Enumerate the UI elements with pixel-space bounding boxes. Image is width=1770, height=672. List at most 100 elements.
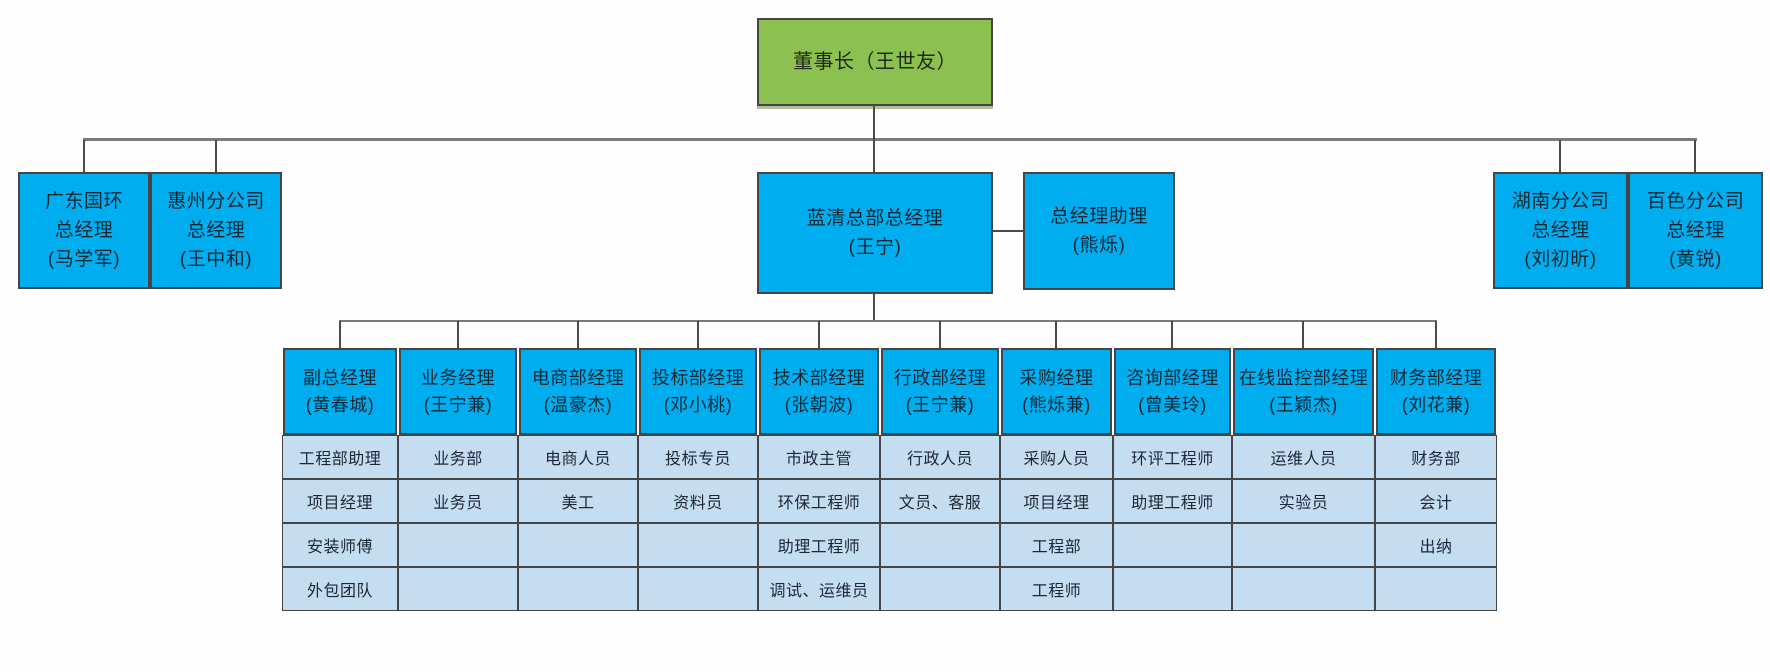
dept-head-deputy-gm: 副总经理 (黄春城): [283, 348, 397, 435]
org-box-chairman: 董事长（王世友）: [757, 18, 993, 106]
dept-cell: [398, 567, 518, 611]
dept-head-title: 行政部经理: [893, 367, 987, 388]
dept-head-title: 副总经理: [303, 367, 377, 388]
dept-cell: [518, 567, 638, 611]
connector-line: [1171, 321, 1173, 348]
dept-head-name: (张朝波): [784, 394, 854, 415]
dept-head-bidding-manager: 投标部经理 (邓小桃): [639, 348, 757, 435]
dept-cell: 助理工程师: [1113, 479, 1232, 523]
org-box-label: 广东国环: [44, 191, 123, 212]
dept-cell: 工程师: [1000, 567, 1113, 611]
connector-line: [457, 321, 459, 348]
dept-head-name: (刘花兼): [1401, 394, 1471, 415]
dept-cell: 外包团队: [282, 567, 398, 611]
connector-rail-level2: [339, 320, 1437, 322]
dept-head-title: 采购经理: [1019, 367, 1094, 388]
connector-line: [1055, 321, 1057, 348]
dept-cell: 资料员: [638, 479, 758, 523]
dept-head-name: (熊烁兼): [1022, 394, 1091, 415]
org-box-label: 惠州分公司: [167, 191, 265, 212]
org-box-huizhou-branch-gm: 惠州分公司 总经理 (王中和): [150, 172, 282, 289]
dept-cell: 电商人员: [518, 435, 638, 479]
dept-cell: [1232, 523, 1375, 567]
connector-line: [1694, 140, 1696, 172]
dept-head-name: (曾美玲): [1138, 394, 1207, 415]
dept-column-deputy-gm: 副总经理 (黄春城) 工程部助理 项目经理 安装师傅 外包团队: [282, 348, 398, 611]
connector-line: [1302, 321, 1304, 348]
dept-head-consulting-manager: 咨询部经理 (曾美玲): [1114, 348, 1231, 435]
dept-column-technology-manager: 技术部经理 (张朝波) 市政主管 环保工程师 助理工程师 调试、运维员: [758, 348, 880, 611]
dept-cell: 项目经理: [282, 479, 398, 523]
dept-head-title: 业务经理: [421, 367, 495, 388]
connector-line: [697, 321, 699, 348]
dept-head-procurement-manager: 采购经理 (熊烁兼): [1001, 348, 1112, 435]
org-box-label: (黄锐): [1669, 249, 1722, 270]
dept-cell: 调试、运维员: [758, 567, 880, 611]
dept-cell: 项目经理: [1000, 479, 1113, 523]
dept-cell: 业务员: [398, 479, 518, 523]
org-box-label: 总经理: [186, 220, 246, 241]
connector-line: [215, 140, 217, 172]
dept-cell: 运维人员: [1232, 435, 1375, 479]
dept-cell: 会计: [1375, 479, 1497, 523]
dept-column-finance-manager: 财务部经理 (刘花兼) 财务部 会计 出纳: [1375, 348, 1497, 611]
connector-line: [939, 321, 941, 348]
org-box-gm-assistant: 总经理助理 (熊烁): [1023, 172, 1175, 290]
connector-line: [873, 294, 875, 321]
org-box-label: 总经理: [54, 220, 114, 241]
dept-cell: 实验员: [1232, 479, 1375, 523]
connector-line: [339, 321, 341, 348]
org-box-label: (王宁): [848, 237, 902, 258]
dept-cell: 采购人员: [1000, 435, 1113, 479]
dept-column-admin-manager: 行政部经理 (王宁兼) 行政人员 文员、客服: [880, 348, 1000, 611]
dept-column-bidding-manager: 投标部经理 (邓小桃) 投标专员 资料员: [638, 348, 758, 611]
connector-line: [577, 321, 579, 348]
dept-head-title: 电商部经理: [531, 367, 625, 388]
org-box-label: 蓝清总部总经理: [806, 208, 944, 229]
dept-cell: 环评工程师: [1113, 435, 1232, 479]
org-box-label: (马学军): [47, 249, 121, 270]
org-box-label: 总经理: [1531, 220, 1590, 241]
dept-head-name: (温豪杰): [543, 394, 613, 415]
dept-column-business-manager: 业务经理 (王宁兼) 业务部 业务员: [398, 348, 518, 611]
dept-cell: 助理工程师: [758, 523, 880, 567]
dept-head-name: (黄春城): [305, 394, 375, 415]
dept-cell: 文员、客服: [880, 479, 1000, 523]
dept-cell: [1232, 567, 1375, 611]
dept-head-online-monitoring-manager: 在线监控部经理 (王颖杰): [1233, 348, 1374, 435]
dept-cell: 投标专员: [638, 435, 758, 479]
connector-rail-level1: [83, 138, 1697, 141]
connector-line: [1435, 321, 1437, 348]
dept-head-name: (王颖杰): [1269, 394, 1338, 415]
org-box-label: 董事长（王世友）: [793, 50, 957, 73]
dept-cell: [1375, 567, 1497, 611]
dept-head-finance-manager: 财务部经理 (刘花兼): [1376, 348, 1496, 435]
org-box-baise-branch-gm: 百色分公司 总经理 (黄锐): [1628, 172, 1763, 289]
org-box-label: (王中和): [179, 249, 253, 270]
dept-cell: 财务部: [1375, 435, 1497, 479]
dept-head-title: 咨询部经理: [1126, 367, 1219, 388]
dept-head-name: (王宁兼): [423, 394, 493, 415]
org-box-label: 湖南分公司: [1511, 191, 1610, 212]
dept-head-title: 技术部经理: [772, 367, 866, 388]
org-box-label: 总经理: [1666, 220, 1725, 241]
org-box-label: 百色分公司: [1646, 191, 1745, 212]
dept-head-admin-manager: 行政部经理 (王宁兼): [881, 348, 999, 435]
dept-cell: [880, 567, 1000, 611]
connector-line: [818, 321, 820, 348]
dept-column-consulting-manager: 咨询部经理 (曾美玲) 环评工程师 助理工程师: [1113, 348, 1232, 611]
dept-head-business-manager: 业务经理 (王宁兼): [399, 348, 517, 435]
connector-line: [993, 230, 1023, 232]
org-box-label: 总经理助理: [1050, 206, 1148, 227]
dept-cell: [518, 523, 638, 567]
dept-cell: 美工: [518, 479, 638, 523]
dept-head-title: 在线监控部经理: [1238, 367, 1369, 388]
dept-cell: 安装师傅: [282, 523, 398, 567]
org-box-lanqing-hq-gm: 蓝清总部总经理 (王宁): [757, 172, 993, 294]
dept-head-ecommerce-manager: 电商部经理 (温豪杰): [519, 348, 637, 435]
dept-cell: 行政人员: [880, 435, 1000, 479]
connector-line: [83, 140, 85, 172]
connector-line: [1559, 140, 1561, 172]
dept-cell: [638, 567, 758, 611]
